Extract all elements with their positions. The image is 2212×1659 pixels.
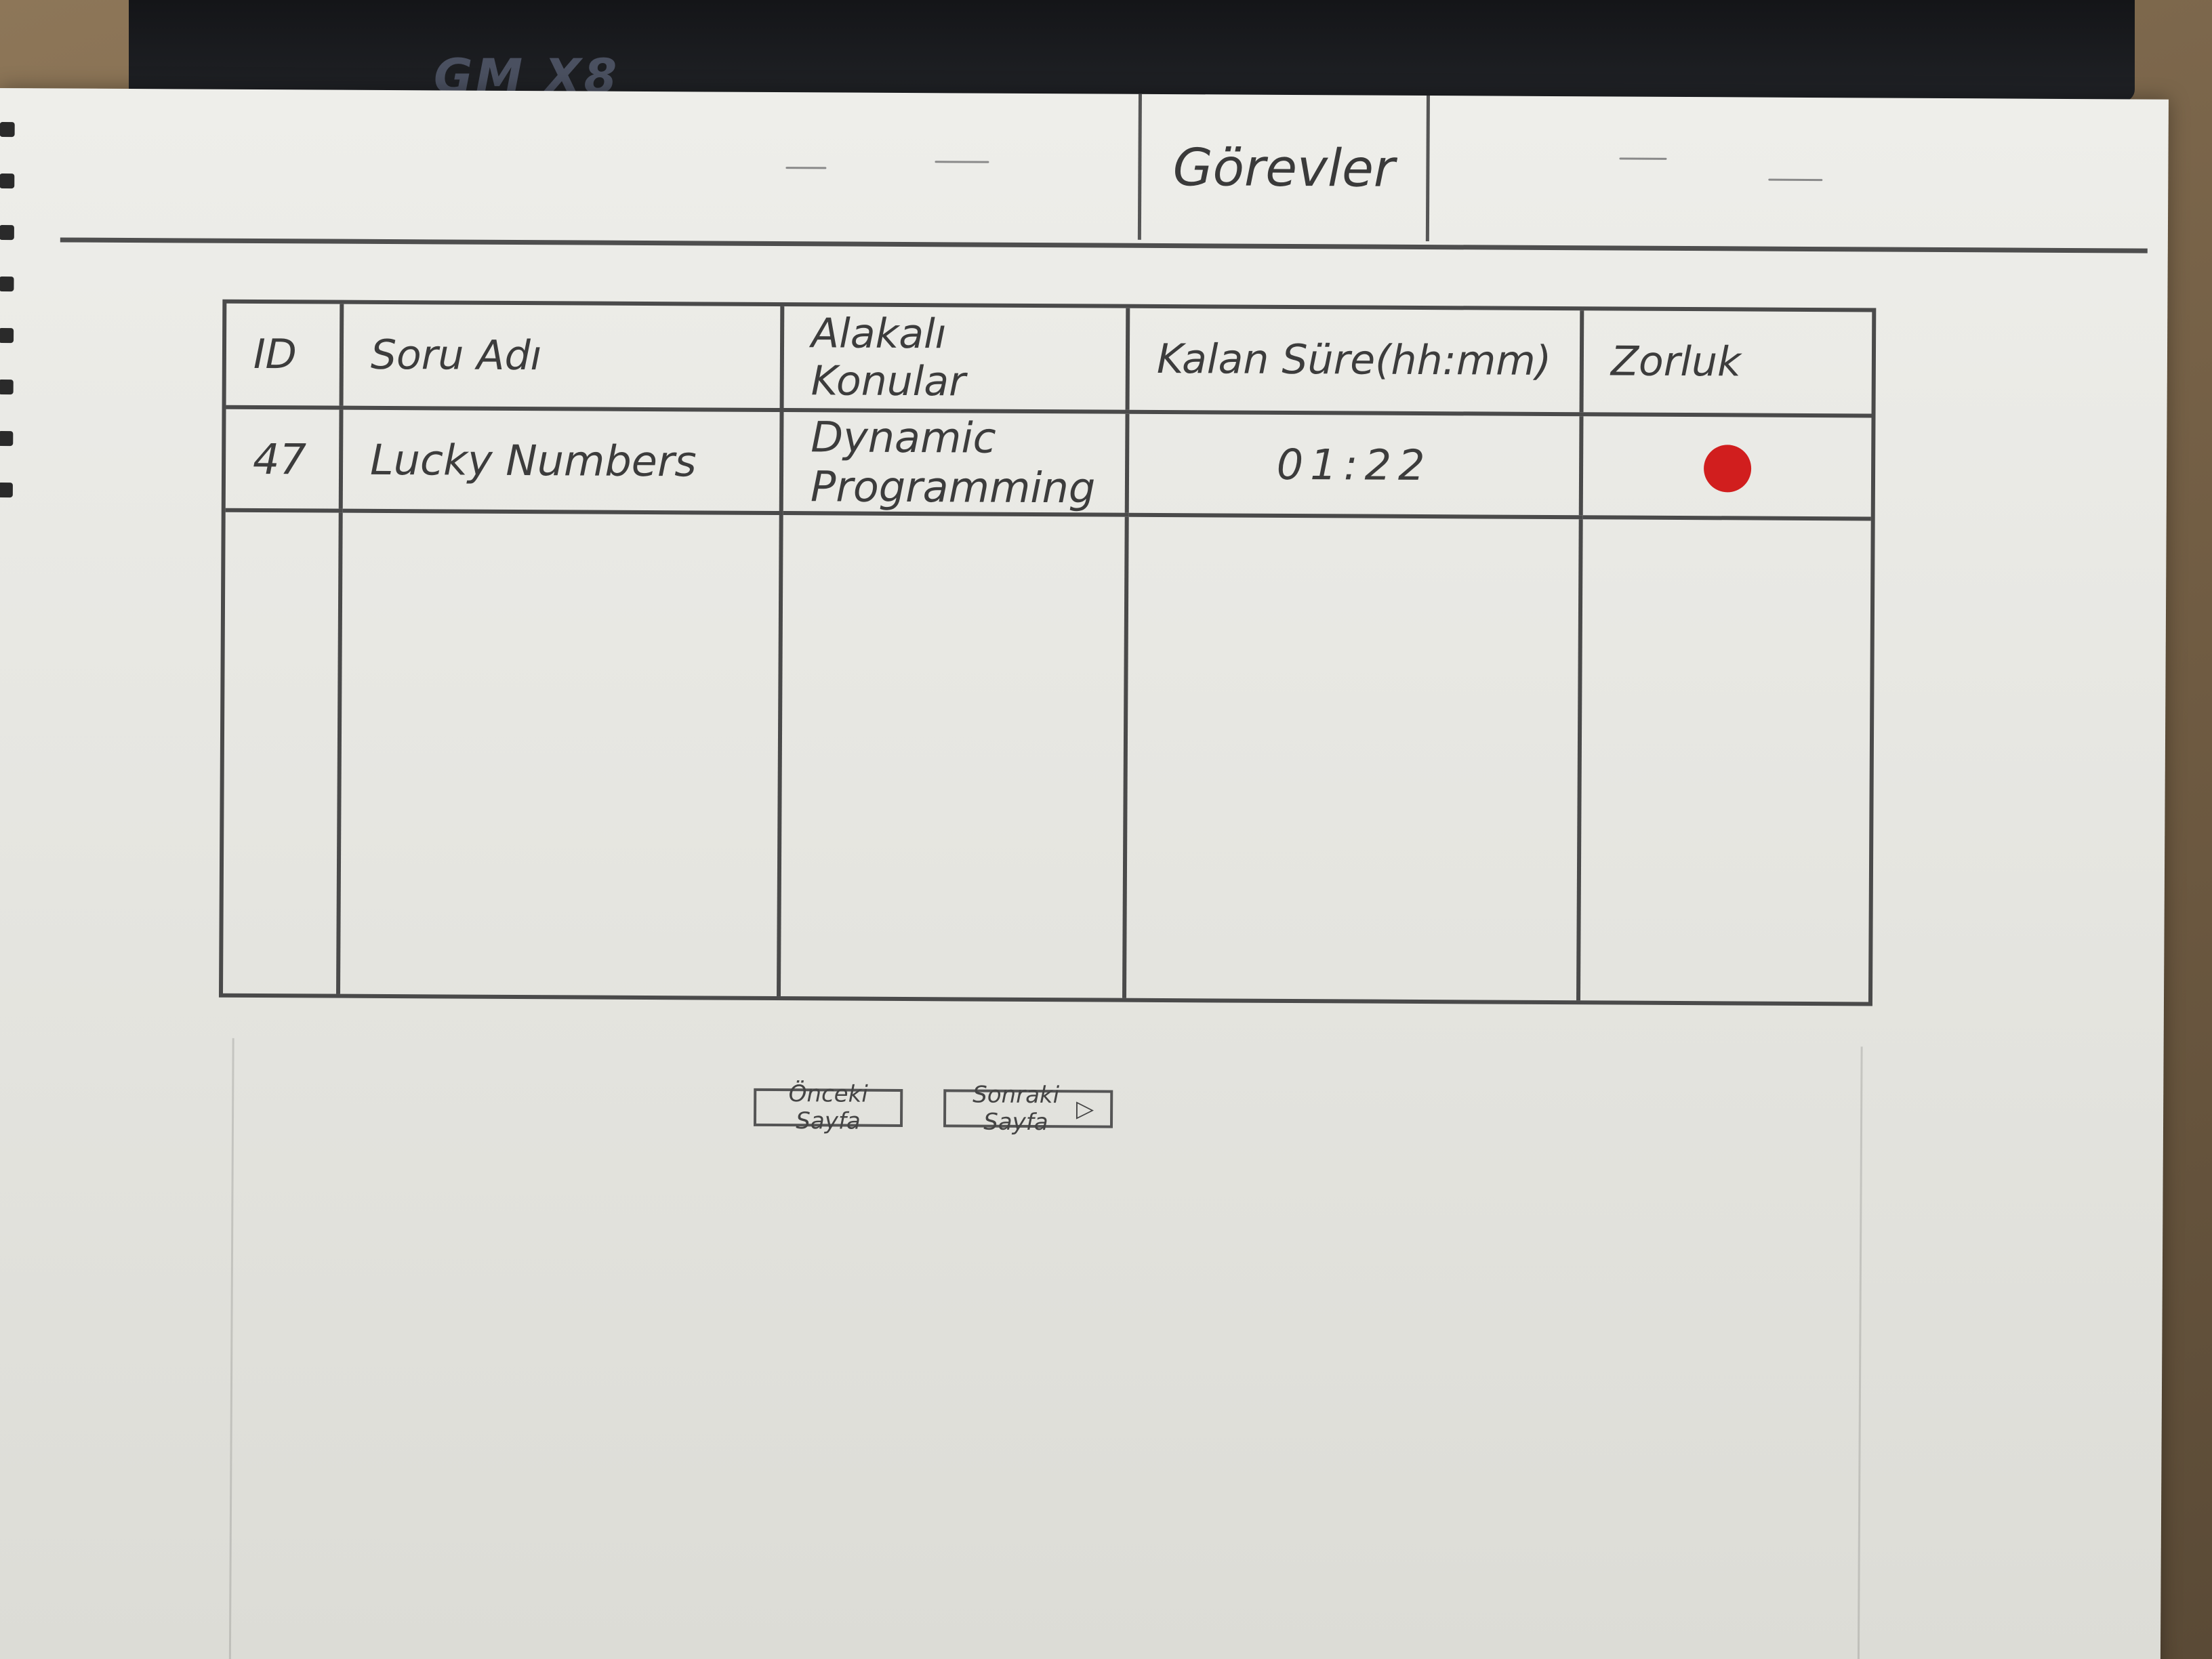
cell-related-topics: Dynamic Programming	[781, 410, 1128, 515]
cell-remaining-time: 01:22	[1126, 411, 1582, 518]
previous-page-button[interactable]: Önceki Sayfa	[753, 1080, 903, 1135]
cell-id: 47	[225, 407, 342, 511]
column-header-question-name[interactable]: Soru Adı	[341, 304, 783, 411]
nav-placeholder-dash	[935, 161, 989, 163]
nav-placeholder-dash	[785, 167, 827, 169]
cell-question-name[interactable]: Lucky Numbers	[340, 407, 782, 514]
column-header-id[interactable]: ID	[226, 303, 342, 408]
background-laptop: GM X8	[129, 0, 2135, 104]
table-row[interactable]: 47 Lucky Numbers Dynamic Programming 01:…	[225, 407, 1872, 519]
notebook-spiral	[0, 121, 18, 534]
column-header-remaining-time[interactable]: Kalan Süre(hh:mm)	[1127, 308, 1582, 415]
top-navigation-bar: Görevler	[60, 88, 2148, 253]
arrow-right-icon: ▷	[1076, 1095, 1094, 1123]
table-empty-area	[223, 510, 1871, 1002]
column-header-difficulty[interactable]: Zorluk	[1581, 310, 1872, 416]
difficulty-indicator-icon	[1703, 445, 1751, 493]
nav-placeholder-dash	[1768, 178, 1823, 182]
next-page-button[interactable]: Sonraki Sayfa ▷	[943, 1082, 1113, 1136]
cell-difficulty	[1580, 414, 1872, 519]
next-page-label: Sonraki Sayfa	[972, 1081, 1060, 1136]
tasks-table: ID Soru Adı Alakalı Konular Kalan Süre(h…	[218, 299, 1877, 1006]
sketch-paper: Görevler ID Soru Adı Alakalı Konular Kal…	[0, 88, 2169, 1659]
pagination: Önceki Sayfa Sonraki Sayfa ▷	[753, 1080, 1113, 1136]
column-header-related-topics[interactable]: Alakalı Konular	[781, 306, 1128, 412]
previous-page-label: Önceki Sayfa	[788, 1080, 868, 1135]
nav-placeholder-dash	[1619, 157, 1667, 160]
tab-gorevler[interactable]: Görevler	[1137, 94, 1430, 242]
table-header-row: ID Soru Adı Alakalı Konular Kalan Süre(h…	[226, 303, 1872, 416]
